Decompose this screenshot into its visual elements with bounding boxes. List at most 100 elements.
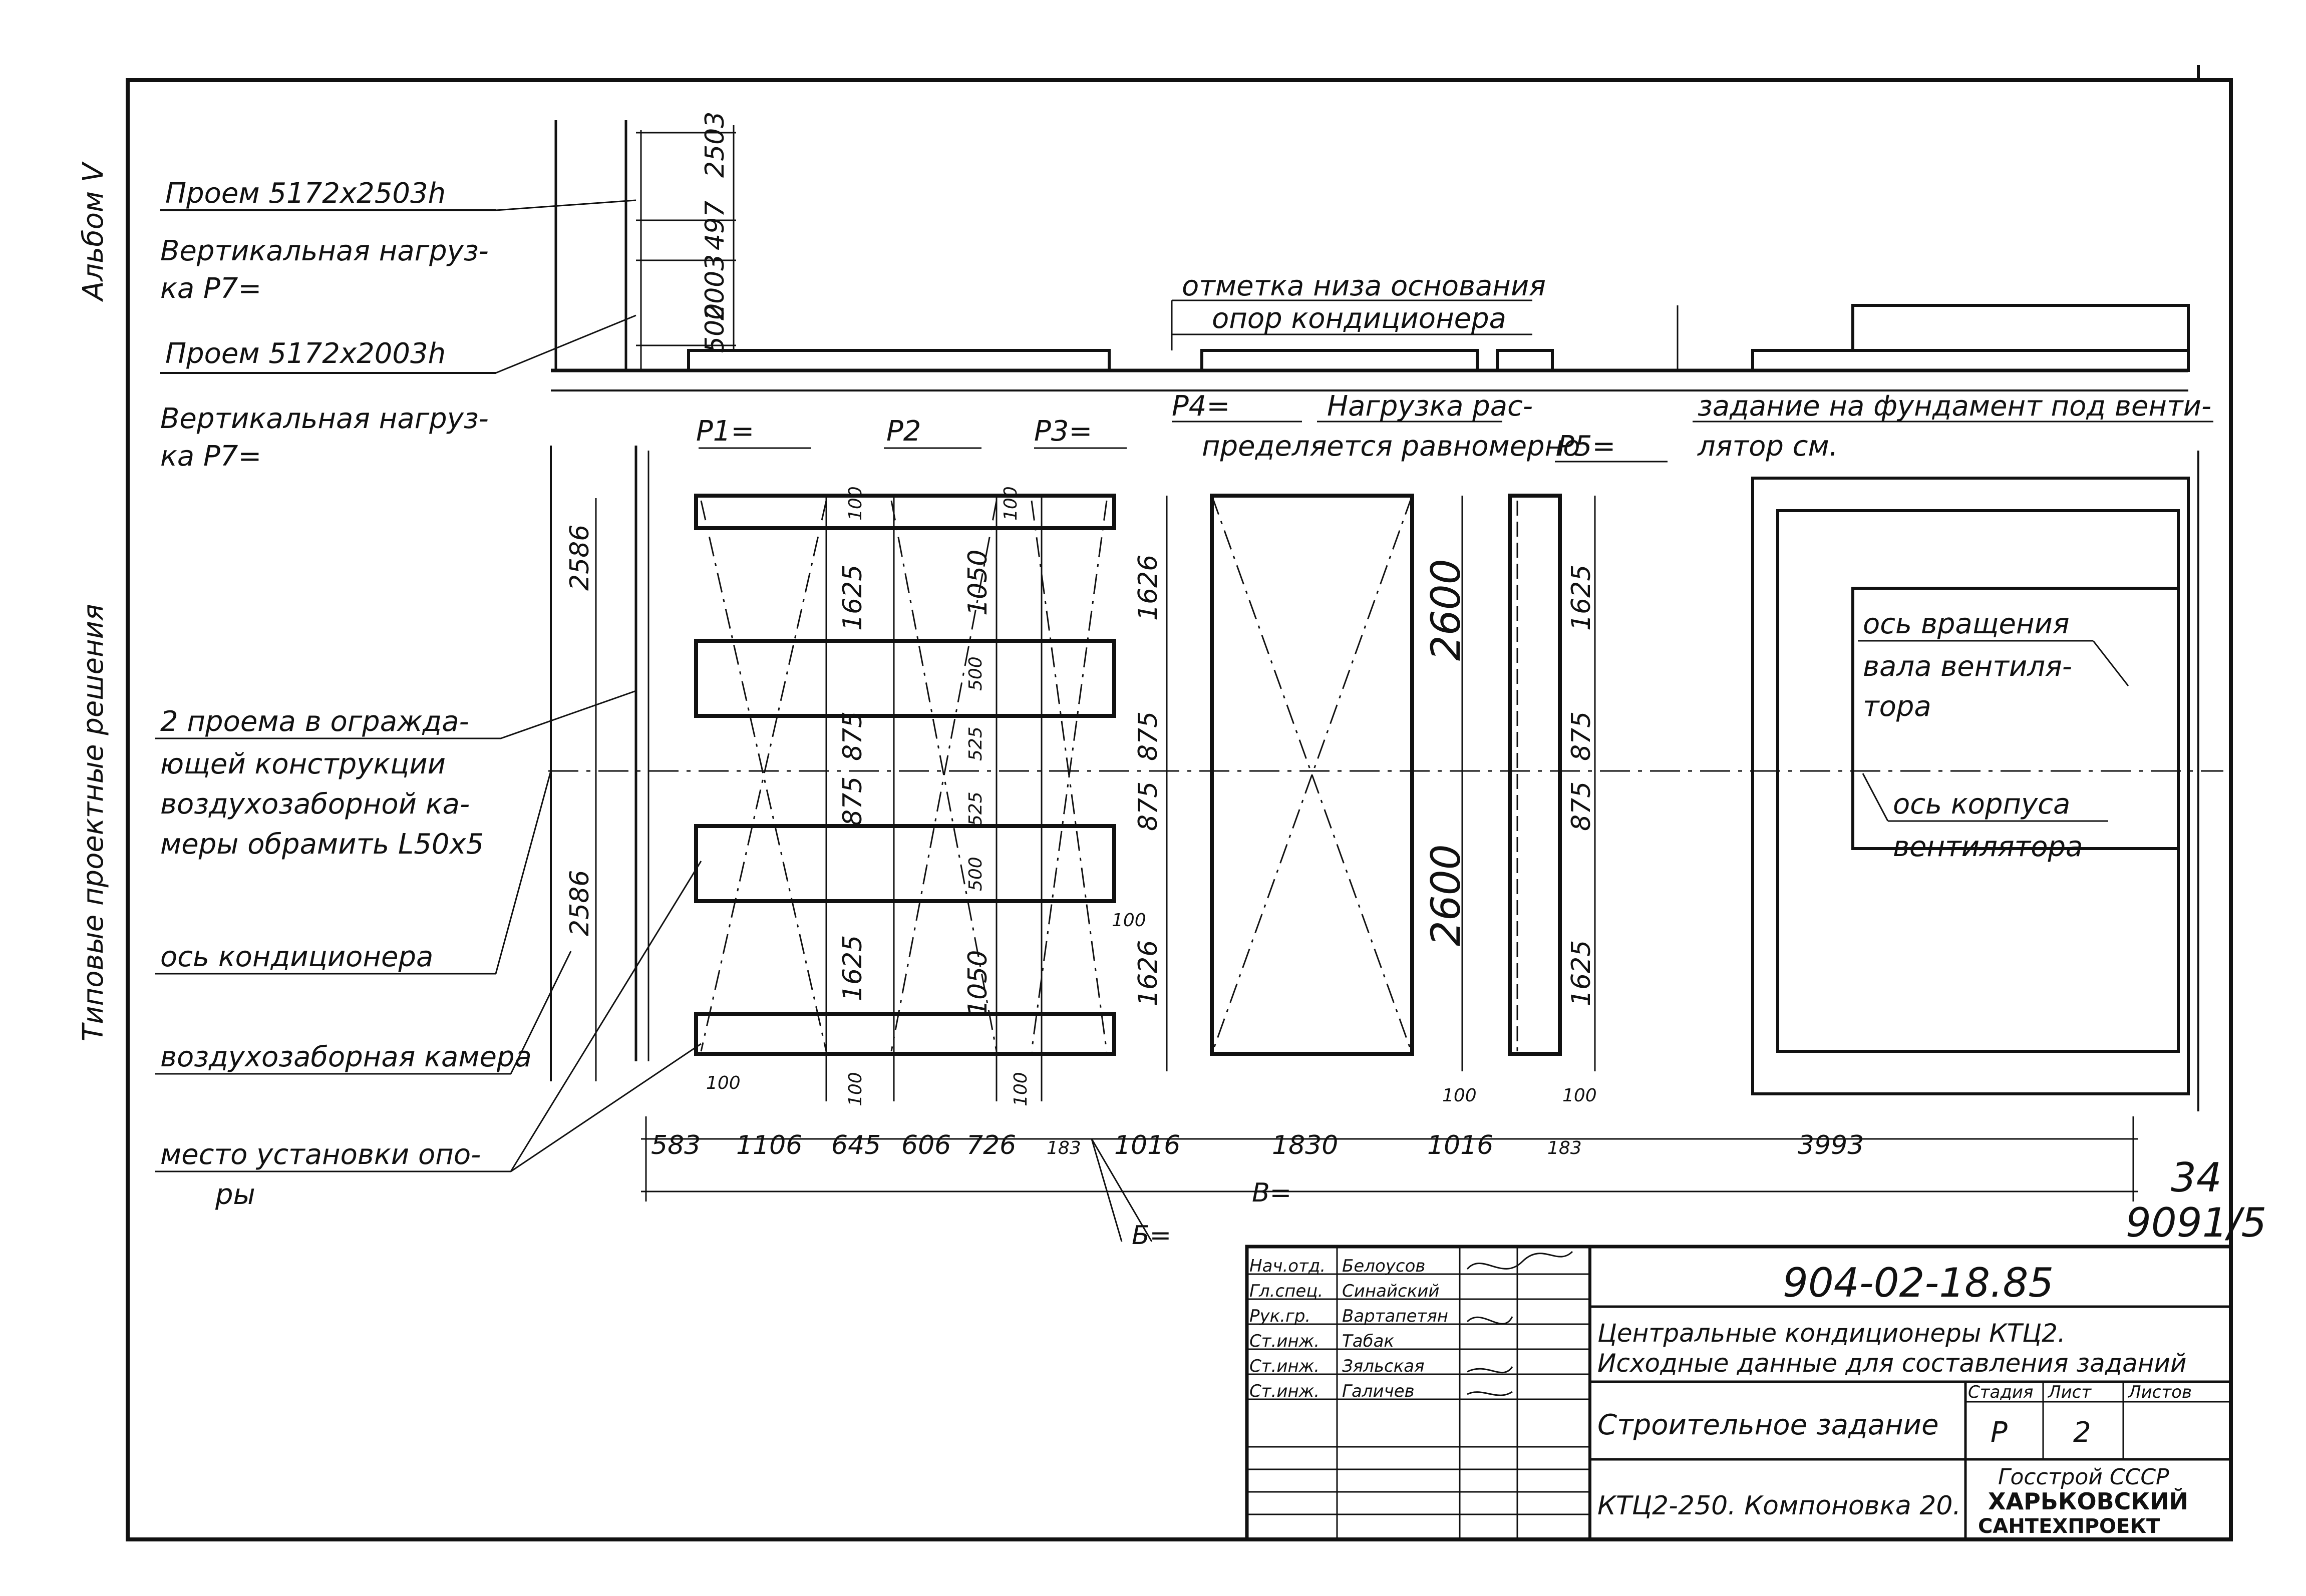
load-p4: P4=	[1172, 390, 1230, 423]
tb-org-3: САНТЕХПРОЕКТ	[1978, 1515, 2160, 1538]
dim-mid-5: 500	[965, 857, 986, 891]
dim-mark-b: Б=	[1132, 1221, 1171, 1251]
dim-mid-1: 1050	[963, 550, 993, 616]
dim-bottom-100-a: 100	[706, 1073, 741, 1093]
sheet-ref: 9091/5	[2126, 1200, 2266, 1246]
tb-name-4: Табак	[1342, 1331, 1394, 1351]
note-shaft-axis-1: ось вращения	[1863, 608, 2070, 640]
tb-name-2: Синайский	[1342, 1281, 1439, 1301]
tb-org-2: ХАРЬКОВСКИЙ	[1988, 1488, 2188, 1515]
note-fan-task-b: лятор см.	[1697, 430, 1838, 463]
dim-right-4: 1625	[1566, 940, 1596, 1006]
dim-left-1: 2586	[565, 525, 595, 591]
tb-role-3: Рук.гр.	[1249, 1306, 1310, 1326]
note-two-openings-3: воздухозаборной ка-	[160, 788, 470, 821]
dim-frame-100-bottom: 100	[845, 1072, 866, 1106]
sheet-number: 34	[2171, 1154, 2222, 1201]
elevation-view	[551, 120, 2190, 391]
dim-frame-1: 1625	[838, 565, 868, 631]
elev-dim-3: 2003	[700, 254, 730, 320]
note-vert-load-2a: Вертикальная нагруз-	[160, 403, 489, 435]
note-fan-task-a: задание на фундамент под венти-	[1698, 390, 2211, 423]
right-unit	[1508, 494, 1562, 1056]
tb-name-6: Галичев	[1342, 1381, 1415, 1401]
dim-right-1: 1625	[1566, 565, 1596, 631]
load-p1: P1=	[696, 415, 754, 448]
tb-title-2: Исходные данные для составления заданий	[1597, 1349, 2187, 1378]
elev-dim-1: 2503	[700, 112, 730, 178]
tb-sheet-label: Лист	[2047, 1382, 2092, 1402]
dim-mid-4: 525	[965, 791, 986, 826]
dim-mid-100-a: 100	[1001, 486, 1021, 521]
dim-rframe-3: 875	[1133, 781, 1163, 831]
note-mark-b: опор кондиционера	[1212, 302, 1506, 335]
tb-title-1: Центральные кондиционеры КТЦ2.	[1597, 1319, 2066, 1348]
tb-name-3: Вартапетян	[1342, 1306, 1448, 1326]
note-two-openings-4: меры обрамить L50x5	[160, 828, 484, 861]
tb-sheets-label: Листов	[2127, 1382, 2192, 1402]
series-label: Типовые проектные решения	[77, 604, 110, 1041]
note-vert-load-2b: ка P7=	[160, 440, 261, 473]
note-shaft-axis-3: тора	[1863, 690, 1931, 723]
note-vert-load-1a: Вертикальная нагруз-	[160, 235, 489, 267]
dim-bottom-1016a: 1016	[1114, 1130, 1180, 1160]
dim-bottom-100-c: 100	[1442, 1085, 1477, 1106]
note-shaft-axis-2: вала вентиля-	[1863, 650, 2072, 683]
dim-bottom-100-b: 100	[1112, 910, 1146, 931]
title-block	[1245, 1245, 2233, 1541]
load-p2: P2	[886, 415, 921, 448]
tb-name-5: Зяльская	[1342, 1356, 1425, 1376]
dim-left-2: 2586	[565, 870, 595, 936]
note-housing-axis-2: вентилятора	[1893, 831, 2083, 863]
tb-stage-value: Р	[1991, 1416, 2008, 1449]
note-support-place-2: ры	[215, 1178, 255, 1211]
dim-bottom-583: 583	[651, 1130, 701, 1160]
elev-dim-4: 500	[700, 303, 730, 353]
tb-role-1: Нач.отд.	[1249, 1256, 1326, 1276]
beam-4	[694, 1012, 1116, 1056]
fan-housing	[1851, 587, 2180, 850]
dim-rframe-2: 875	[1133, 711, 1163, 761]
album-label: Альбом V	[77, 161, 110, 302]
beam-1	[694, 494, 1116, 530]
sheet-border	[126, 78, 2233, 1541]
note-opening-bottom: Проем 5172х2003h	[165, 337, 446, 370]
center-unit	[1210, 494, 1414, 1056]
note-opening-top: Проем 5172х2503h	[165, 177, 446, 210]
dim-rframe-1: 1626	[1133, 555, 1163, 621]
dim-center-2: 2600	[1423, 844, 1469, 946]
note-support-place-1: место установки опо-	[160, 1138, 481, 1171]
dim-right-2: 875	[1566, 711, 1596, 761]
note-two-openings-2: ющей конструкции	[160, 748, 446, 780]
dim-mid-100-b: 100	[1011, 1072, 1031, 1106]
dim-bottom-183a: 183	[1047, 1138, 1081, 1158]
conditioner-base-3	[1496, 349, 1554, 372]
dim-bottom-645: 645	[831, 1130, 881, 1160]
tb-subtitle: Строительное задание	[1597, 1409, 1939, 1441]
note-housing-axis-1: ось корпуса	[1893, 788, 2070, 821]
load-p3: P3=	[1034, 415, 1092, 448]
dim-bottom-1830: 1830	[1272, 1130, 1338, 1160]
tb-sheet-value: 2	[2073, 1416, 2091, 1449]
note-mark-a: отметка низа основания	[1182, 270, 1546, 302]
dim-bottom-183b: 183	[1547, 1138, 1582, 1158]
beam-2	[694, 639, 1116, 718]
beam-3	[694, 824, 1116, 903]
fan-block	[1851, 304, 2190, 352]
tb-layout: КТЦ2-250. Компоновка 20.	[1597, 1491, 1961, 1521]
tb-doc-code: 904-02-18.85	[1783, 1260, 2054, 1306]
plan-view	[548, 446, 2223, 1242]
conditioner-base-2	[1200, 349, 1479, 372]
tb-role-2: Гл.спец.	[1249, 1281, 1323, 1301]
dim-bottom-100-d: 100	[1562, 1085, 1597, 1106]
note-axis-conditioner: ось кондиционера	[160, 941, 433, 973]
dim-mid-2: 500	[965, 656, 986, 691]
dim-frame-100-top: 100	[845, 486, 866, 521]
fan-foundation-outer	[1751, 477, 2190, 1095]
conditioner-base-1	[687, 349, 1111, 372]
note-load-dist-a: Нагрузка рас-	[1327, 390, 1533, 423]
tb-stage-label: Стадия	[1968, 1382, 2033, 1402]
dim-mid-3: 525	[965, 726, 986, 761]
